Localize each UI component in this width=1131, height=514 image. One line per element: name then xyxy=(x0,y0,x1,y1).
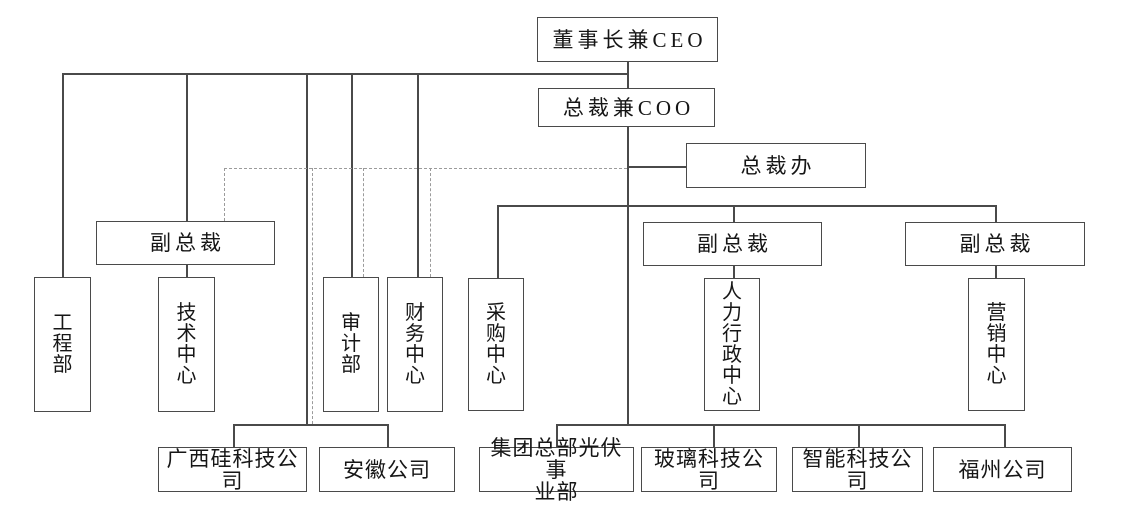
connector-line xyxy=(733,205,735,222)
node-group-hq-pv-division: 集团总部光伏事 业部 xyxy=(479,437,634,503)
node-president-office: 总裁办 xyxy=(686,143,866,188)
connector-line xyxy=(306,73,308,424)
dashed-connector-line xyxy=(363,168,364,277)
connector-line xyxy=(556,424,558,447)
node-audit-dept: 审 计 部 xyxy=(323,277,379,412)
connector-line xyxy=(733,266,735,278)
dashed-connector-line xyxy=(430,168,431,277)
node-president-coo: 总裁兼COO xyxy=(538,88,715,127)
node-vp-2: 副总裁 xyxy=(643,222,822,266)
connector-line xyxy=(387,424,389,447)
dashed-connector-line xyxy=(224,168,627,169)
node-finance-center: 财 务 中 心 xyxy=(387,277,443,412)
node-anhui-company: 安徽公司 xyxy=(319,447,455,492)
node-chairman-ceo: 董事长兼CEO xyxy=(537,17,718,62)
connector-line xyxy=(858,424,860,447)
connector-line xyxy=(995,266,997,278)
connector-line xyxy=(1004,424,1006,447)
node-fuzhou-company: 福州公司 xyxy=(933,447,1072,492)
connector-line xyxy=(186,73,188,221)
connector-line xyxy=(627,62,629,88)
node-procurement-center: 采 购 中 心 xyxy=(468,278,524,411)
node-guangxi-silicon-tech-company: 广西硅科技公 司 xyxy=(158,447,307,492)
node-smart-tech-company: 智能科技公 司 xyxy=(792,447,923,492)
connector-line xyxy=(233,424,235,447)
connector-line xyxy=(995,205,997,222)
dashed-connector-line xyxy=(224,168,225,221)
connector-line xyxy=(62,73,627,75)
connector-line xyxy=(62,73,64,277)
connector-line xyxy=(627,127,629,425)
connector-line xyxy=(351,73,353,277)
connector-line xyxy=(233,424,387,426)
connector-line xyxy=(713,424,715,447)
connector-line xyxy=(627,166,686,168)
connector-line xyxy=(417,73,419,277)
node-engineering-dept: 工 程 部 xyxy=(34,277,91,412)
node-glass-tech-company: 玻璃科技公 司 xyxy=(641,447,777,492)
connector-line xyxy=(556,424,1004,426)
node-hr-admin-center: 人 力 行 政 中 心 xyxy=(704,278,760,411)
connector-line xyxy=(497,205,995,207)
node-vp-3: 副总裁 xyxy=(905,222,1085,266)
dashed-connector-line xyxy=(312,168,313,424)
node-vp-1: 副总裁 xyxy=(96,221,275,265)
node-technology-center: 技 术 中 心 xyxy=(158,277,215,412)
node-marketing-center: 营 销 中 心 xyxy=(968,278,1025,411)
connector-line xyxy=(186,265,188,277)
connector-line xyxy=(497,205,499,278)
